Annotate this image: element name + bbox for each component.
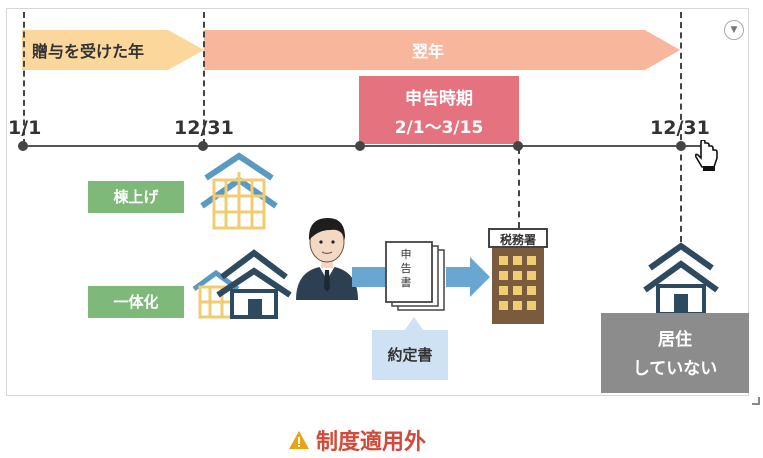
- dash-filing-end: [518, 148, 520, 228]
- timeline-axis: [20, 145, 710, 147]
- not-living-line1: 居住: [658, 330, 692, 350]
- frame-house-icon: [200, 152, 278, 230]
- hand-cursor-icon: [694, 140, 718, 171]
- document-icon: [385, 241, 445, 311]
- timeline-dot-jan1: [18, 141, 28, 151]
- contract-box: 約定書: [372, 330, 448, 380]
- not-living-line2: していない: [632, 359, 718, 379]
- warning-line: 制度適用外: [288, 424, 426, 456]
- filing-period-box: 申告時期 2/1〜3/15: [359, 76, 519, 144]
- not-living-box: 居住 していない: [601, 313, 749, 393]
- integration-label: 一体化: [88, 286, 184, 318]
- gift-year-label: 贈与を受けた年: [32, 42, 145, 61]
- dash-dec31-first: [203, 12, 205, 145]
- contract-callout-pointer: [404, 317, 424, 331]
- integrated-house-icon: [192, 249, 292, 319]
- warning-icon: [289, 431, 309, 449]
- house-icon: [643, 242, 719, 316]
- person-icon: [296, 218, 358, 300]
- tick-dec31-first: 12/31: [174, 117, 234, 139]
- next-year-arrow: [204, 30, 680, 70]
- resize-handle[interactable]: [752, 397, 760, 405]
- document-label: 申告書: [400, 248, 412, 289]
- dash-jan1: [23, 12, 25, 145]
- next-year-label: 翌年: [412, 42, 445, 61]
- timeline-dot-filing-start: [355, 141, 365, 151]
- timeline-dot-dec31-second: [676, 141, 686, 151]
- timeline-dot-dec31-first: [198, 141, 208, 151]
- timeline-dot-filing-end: [513, 141, 523, 151]
- dash-dec31-second: [680, 12, 682, 242]
- tick-jan1: 1/1: [8, 117, 42, 139]
- collapse-toggle[interactable]: ▼: [724, 20, 744, 40]
- flow-arrows: [352, 257, 490, 297]
- tax-office-sign: 税務署: [488, 228, 548, 248]
- warning-text: 制度適用外: [316, 430, 427, 455]
- filing-period-title: 申告時期: [405, 89, 473, 109]
- tick-dec31-second: 12/31: [650, 117, 710, 139]
- framing-label: 棟上げ: [88, 181, 184, 213]
- caret-down-icon: ▼: [730, 25, 738, 35]
- filing-period-range: 2/1〜3/15: [394, 118, 484, 138]
- gift-year-arrow: [22, 30, 204, 70]
- building-icon: [492, 248, 544, 324]
- tax-office-building: 税務署: [488, 228, 548, 326]
